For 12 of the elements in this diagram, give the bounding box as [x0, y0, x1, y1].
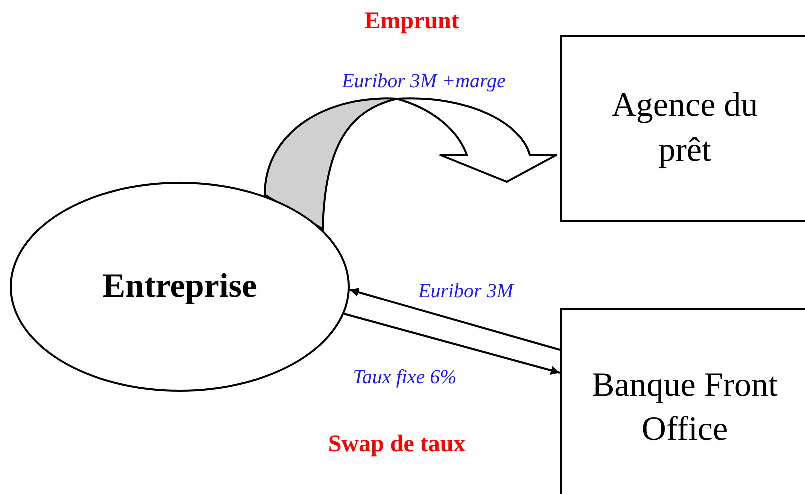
arrow [350, 288, 560, 351]
edge-label: Euribor 3M +marge [340, 70, 508, 94]
edge-label: Taux fixe 6% [351, 366, 459, 390]
node-label: Agence du prêt [610, 86, 760, 170]
arrow [344, 313, 560, 375]
curved-block-arrow [264, 98, 558, 230]
section-heading: Emprunt [364, 8, 460, 36]
process-box [560, 35, 805, 222]
section-heading: Swap de taux [328, 432, 466, 458]
node-label: Entreprise [102, 266, 258, 307]
process-box [560, 308, 805, 494]
node-label: Banque Front Office [590, 366, 780, 450]
